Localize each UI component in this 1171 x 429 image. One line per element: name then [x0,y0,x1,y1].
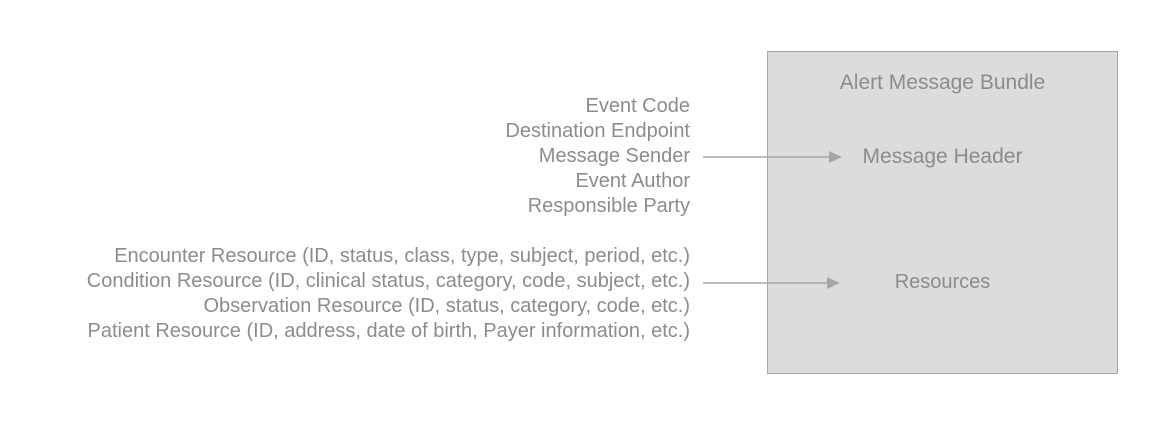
bundle-title: Alert Message Bundle [839,71,1046,94]
message-header-label: Message Header [862,145,1023,168]
resource-label-patient: Patient Resource (ID, address, date of b… [87,320,691,342]
field-label-event-code: Event Code [585,95,690,117]
field-label-responsible-party: Responsible Party [527,195,690,217]
message-header-field-list: Event Code Destination Endpoint Message … [505,94,690,219]
resource-label-encounter: Encounter Resource (ID, status, class, t… [114,245,690,267]
field-label-event-author: Event Author [575,170,690,192]
resource-label-condition: Condition Resource (ID, clinical status,… [86,270,690,292]
resource-field-list: Encounter Resource (ID, status, class, t… [87,244,690,344]
resource-label-observation: Observation Resource (ID, status, catego… [203,295,690,317]
alert-message-bundle-box: Alert Message Bundle Message Header Reso… [767,51,1118,374]
field-label-message-sender: Message Sender [538,145,690,167]
field-label-destination-endpoint: Destination Endpoint [505,120,690,142]
resources-label: Resources [894,271,991,293]
